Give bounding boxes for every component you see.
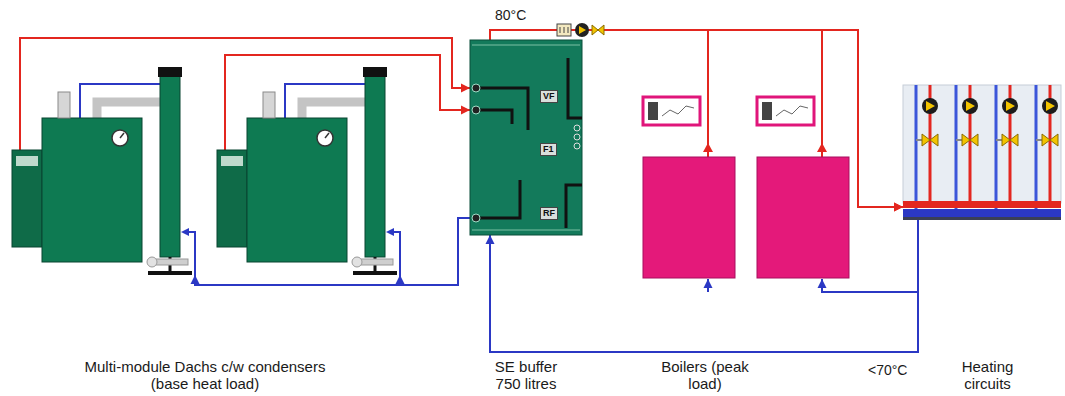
- internal-pipe: [474, 180, 520, 218]
- boiler-unit: [757, 95, 849, 278]
- manifold-shadow: [903, 217, 1061, 220]
- dachs-unit: [217, 67, 400, 275]
- equipment-caption: Multi-module Dachs c/w condensers (base …: [74, 358, 336, 392]
- arrow-head: [461, 106, 470, 115]
- buffer-tank: [470, 40, 582, 235]
- sensor-tag: VF: [540, 90, 558, 103]
- sensor-tag: F1: [540, 143, 557, 156]
- equipment-node: SE buffer 750 litres: [470, 40, 582, 235]
- arrow-head: [818, 279, 827, 288]
- port: [472, 214, 480, 222]
- heating-circuit: [916, 85, 938, 209]
- arrow-head: [191, 275, 200, 284]
- pump-controller: [557, 24, 571, 36]
- port: [574, 125, 580, 131]
- port: [472, 106, 480, 114]
- heating-circuit: [996, 85, 1018, 209]
- internal-pipe: [566, 185, 582, 228]
- sensor-tag: RF: [540, 207, 558, 220]
- arrow-head: [461, 84, 470, 93]
- internal-pipe: [474, 88, 528, 130]
- boiler-unit: [643, 95, 735, 278]
- return-manifold: [903, 209, 1061, 217]
- arrow-head: [396, 275, 405, 284]
- port: [472, 84, 480, 92]
- pipe-connector: [20, 38, 470, 115]
- pipe-line: [821, 30, 823, 95]
- check-valve: [592, 25, 604, 35]
- port: [574, 143, 580, 149]
- port: [574, 134, 580, 140]
- arrow-head: [894, 203, 903, 212]
- arrow-head: [894, 203, 903, 212]
- pump-mark: [579, 26, 586, 34]
- flow-manifold: [903, 201, 1061, 208]
- pump: [575, 23, 589, 37]
- equipment-caption: Heating circuits: [950, 358, 1025, 392]
- arrow-head: [486, 235, 495, 244]
- pipe-line: [20, 38, 470, 88]
- arrow-head: [704, 279, 713, 288]
- equipment-caption: SE buffer 750 litres: [481, 358, 571, 392]
- heating-circuit: [1036, 85, 1058, 209]
- equipment-node: Heating circuits: [903, 85, 1061, 220]
- temperature-label: <70°C: [866, 362, 909, 378]
- equipment-node: Multi-module Dachs c/w condensers (base …: [8, 70, 413, 275]
- equipment-caption: Boilers (peak load): [660, 358, 750, 392]
- heating-circuit: [956, 85, 978, 209]
- controller-lines: [560, 27, 568, 33]
- equipment-node: Boilers (peak load): [640, 95, 852, 279]
- temperature-label: 80°C: [493, 7, 528, 23]
- dachs-unit: [12, 67, 195, 275]
- tank-trim: [472, 45, 580, 230]
- internal-pipe: [568, 58, 582, 118]
